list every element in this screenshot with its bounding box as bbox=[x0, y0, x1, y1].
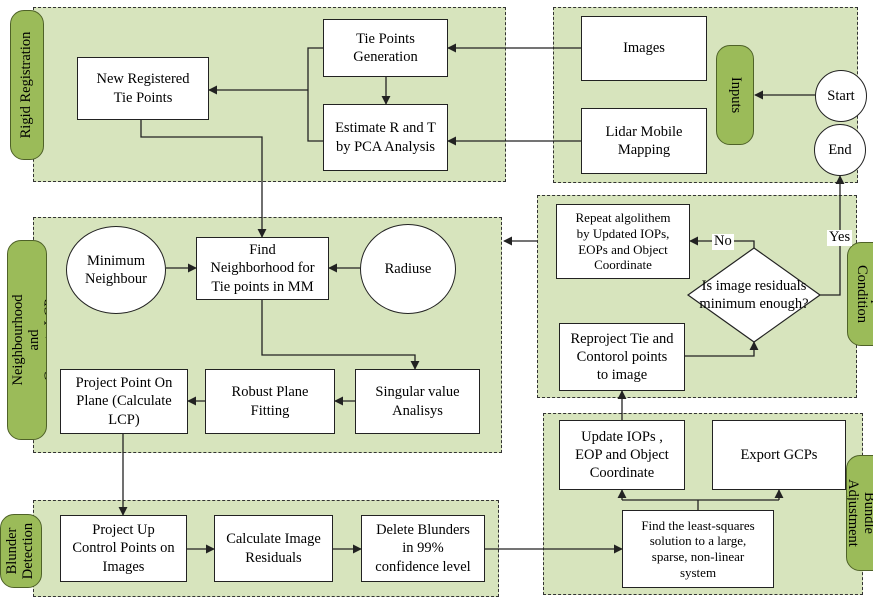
neighbourhood-tab: Find Neighbourhood and Generate LCP bbox=[7, 240, 47, 440]
export-gcps-box: Export GCPs bbox=[712, 420, 846, 490]
lidar-text: Lidar Mobile Mapping bbox=[605, 123, 683, 158]
start-text: Start bbox=[827, 87, 855, 104]
project-lcp-box: Project Point On Plane (Calculate LCP) bbox=[60, 369, 188, 434]
minimum-neighbour-text: Minimum Neighbour bbox=[84, 252, 147, 287]
tie-points-generation-text: Tie Points Generation bbox=[353, 30, 418, 65]
no-label: No bbox=[712, 233, 734, 250]
repeat-algorithm-box: Repeat algolithem by Updated IOPs, EOPs … bbox=[556, 204, 690, 279]
project-lcp-text: Project Point On Plane (Calculate LCP) bbox=[75, 375, 173, 428]
end-node: End bbox=[814, 124, 866, 176]
find-neighborhood-box: Find Neighborhood for Tie points in MM bbox=[196, 237, 329, 300]
project-up-text: Project Up Control Points on Images bbox=[72, 522, 175, 575]
least-squares-box: Find the least-squares solution to a lar… bbox=[622, 510, 774, 588]
new-registered-box: New Registered Tie Points bbox=[77, 57, 209, 120]
singular-value-box: Singular value Analisys bbox=[355, 369, 480, 434]
radiuse-text: Radiuse bbox=[384, 260, 432, 277]
minimum-neighbour-circle: Minimum Neighbour bbox=[66, 226, 166, 314]
images-text: Images bbox=[623, 40, 665, 57]
repeat-algorithm-text: Repeat algolithem by Updated IOPs, EOPs … bbox=[575, 210, 671, 273]
robust-plane-text: Robust Plane Fitting bbox=[231, 384, 309, 419]
sparse-bundle-tab: Sparse Bundle Adjustment bbox=[846, 455, 873, 571]
blunder-detection-tab: Blunder Detection bbox=[0, 514, 42, 588]
tie-points-generation-box: Tie Points Generation bbox=[323, 19, 448, 77]
yes-label: Yes bbox=[827, 229, 853, 246]
reproject-box: Reproject Tie and Contorol points to ima… bbox=[559, 323, 685, 391]
delete-blunders-box: Delete Blunders in 99% confidence level bbox=[361, 515, 485, 582]
start-node: Start bbox=[815, 70, 867, 122]
singular-value-text: Singular value Analisys bbox=[375, 384, 460, 419]
update-iops-box: Update IOPs , EOP and Object Coordinate bbox=[559, 420, 685, 490]
robust-plane-box: Robust Plane Fitting bbox=[205, 369, 335, 434]
reproject-text: Reproject Tie and Contorol points to ima… bbox=[570, 330, 674, 384]
radiuse-circle: Radiuse bbox=[360, 224, 456, 314]
end-text: End bbox=[828, 141, 852, 158]
calculate-residuals-box: Calculate Image Residuals bbox=[214, 515, 333, 582]
project-up-box: Project Up Control Points on Images bbox=[60, 515, 187, 582]
images-box: Images bbox=[581, 16, 707, 81]
update-iops-text: Update IOPs , EOP and Object Coordinate bbox=[575, 428, 669, 482]
export-gcps-text: Export GCPs bbox=[740, 446, 818, 463]
inputs-tab: Inputs bbox=[716, 45, 754, 145]
least-squares-text: Find the least-squares solution to a lar… bbox=[641, 517, 755, 580]
rigid-registration-tab: Rigid Registration bbox=[10, 10, 44, 160]
lidar-box: Lidar Mobile Mapping bbox=[581, 108, 707, 174]
delete-blunders-text: Delete Blunders in 99% confidence level bbox=[375, 522, 471, 575]
stop-condition-tab: Stop Condition bbox=[847, 242, 873, 346]
new-registered-text: New Registered Tie Points bbox=[96, 71, 190, 106]
calculate-residuals-text: Calculate Image Residuals bbox=[226, 531, 321, 566]
decision-text: Is image residuals minimum enough? bbox=[699, 277, 809, 312]
find-neighborhood-text: Find Neighborhood for Tie points in MM bbox=[210, 242, 315, 295]
estimate-rt-text: Estimate R and T by PCA Analysis bbox=[335, 120, 436, 155]
decision-diamond bbox=[686, 247, 822, 343]
estimate-rt-box: Estimate R and T by PCA Analysis bbox=[323, 104, 448, 171]
